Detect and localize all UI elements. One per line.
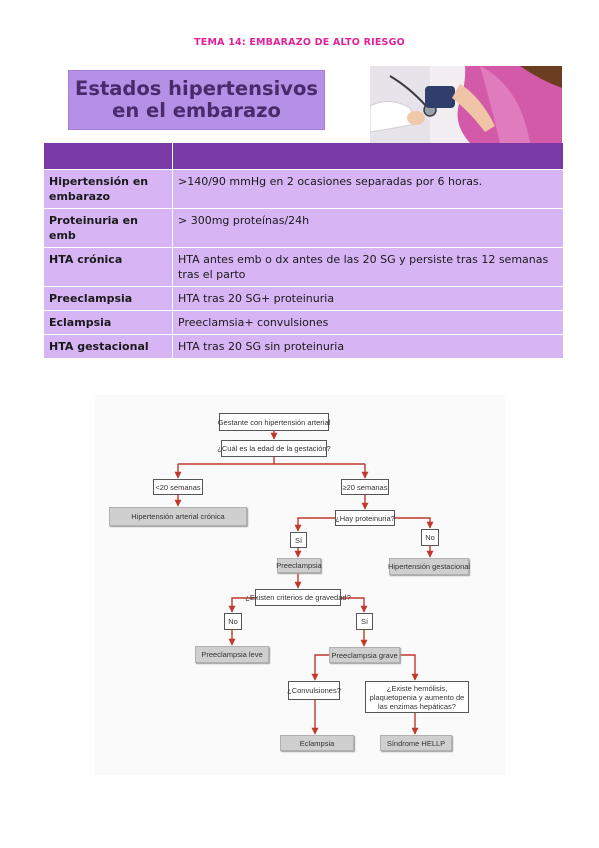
connector-arrow (400, 654, 419, 681)
node-question-severity: ¿Existen criterios de gravedad? (245, 589, 351, 606)
node-no-proteinuria: No (421, 529, 439, 546)
table-cell-definition: HTA tras 20 SG sin proteinuria (172, 334, 563, 358)
node-mild-preeclampsia: Preeclampsia leve (195, 646, 269, 663)
connector-arrow (395, 517, 434, 529)
node-severe-preeclampsia: Preeclampsia grave (329, 647, 400, 663)
node-question-proteinuria: ¿Hay proteinuria? (335, 510, 395, 526)
node-eclampsia: Eclampsia (280, 735, 354, 751)
node-question-convulsions: ¿Convulsiones? (287, 681, 341, 700)
node-gestational-hypertension: Hipertensión gestacional (388, 558, 470, 575)
title-banner: Estados hipertensivos en el embarazo (40, 63, 562, 143)
table-cell-term: Proteinuria en emb (44, 208, 173, 248)
table-cell-term: HTA crónica (44, 247, 173, 287)
table-row: HTA gestacional HTA tras 20 SG sin prote… (44, 334, 563, 358)
table-cell-term: HTA gestacional (44, 334, 173, 358)
table-cell-definition: > 300mg proteínas/24h (172, 208, 563, 248)
connector-arrow (294, 517, 335, 532)
table-row: Eclampsia Preeclamsia+ convulsiones (44, 310, 563, 335)
pregnant-woman-photo (370, 66, 562, 143)
node-preeclampsia: Preeclampsia (276, 558, 322, 573)
table-cell-term: Preeclampsia (44, 286, 173, 311)
table-row: Proteinuria en emb > 300mg proteínas/24h (44, 208, 563, 248)
table-header-row (44, 143, 563, 170)
node-start: Gestante con hipertensión arterial (218, 413, 330, 431)
node-yes-proteinuria: Sí (290, 532, 307, 548)
diagnostic-flowchart: Gestante con hipertensión arterial ¿Cuál… (95, 395, 505, 775)
connector-arrow (311, 654, 329, 681)
node-question-hellp: ¿Existe hemólisis, plaquetopenia y aumen… (365, 681, 469, 713)
table-row: Hipertensión en embarazo >140/90 mmHg en… (44, 169, 563, 209)
table-cell-definition: Preeclamsia+ convulsiones (172, 310, 563, 335)
page-title: Estados hipertensivos en el embarazo (68, 70, 325, 130)
title-line-1: Estados hipertensivos (75, 77, 318, 100)
node-lt20: <20 semanas (153, 479, 203, 495)
node-chronic-hypertension: Hipertensión arterial crónica (109, 507, 247, 526)
node-no-severity: No (224, 613, 242, 630)
table-row: Preeclampsia HTA tras 20 SG+ proteinuria (44, 286, 563, 311)
table-cell-term: Eclampsia (44, 310, 173, 335)
table-row: HTA crónica HTA antes emb o dx antes de … (44, 247, 563, 287)
connector-arrow (228, 597, 255, 613)
table-cell-definition: >140/90 mmHg en 2 ocasiones separadas po… (172, 169, 563, 209)
connector-line (178, 457, 365, 465)
table-cell-definition: HTA antes emb o dx antes de las 20 SG y … (172, 247, 563, 287)
hypertension-definitions-table: Hipertensión en embarazo >140/90 mmHg en… (44, 143, 563, 358)
table-header-cell (172, 143, 563, 170)
table-cell-term: Hipertensión en embarazo (44, 169, 173, 209)
flowchart-connectors (174, 431, 434, 735)
table-header-cell (44, 143, 173, 170)
title-line-2: en el embarazo (112, 99, 281, 122)
node-question-age: ¿Cuál es la edad de la gestación? (217, 440, 331, 457)
node-hellp-syndrome: Síndrome HELLP (380, 735, 452, 751)
node-ge20: ≥20 semanas (341, 479, 389, 495)
document-header: TEMA 14: EMBARAZO DE ALTO RIESGO (194, 37, 405, 48)
table-cell-definition: HTA tras 20 SG+ proteinuria (172, 286, 563, 311)
node-yes-severity: Sí (356, 613, 373, 630)
connector-arrow (341, 597, 368, 613)
